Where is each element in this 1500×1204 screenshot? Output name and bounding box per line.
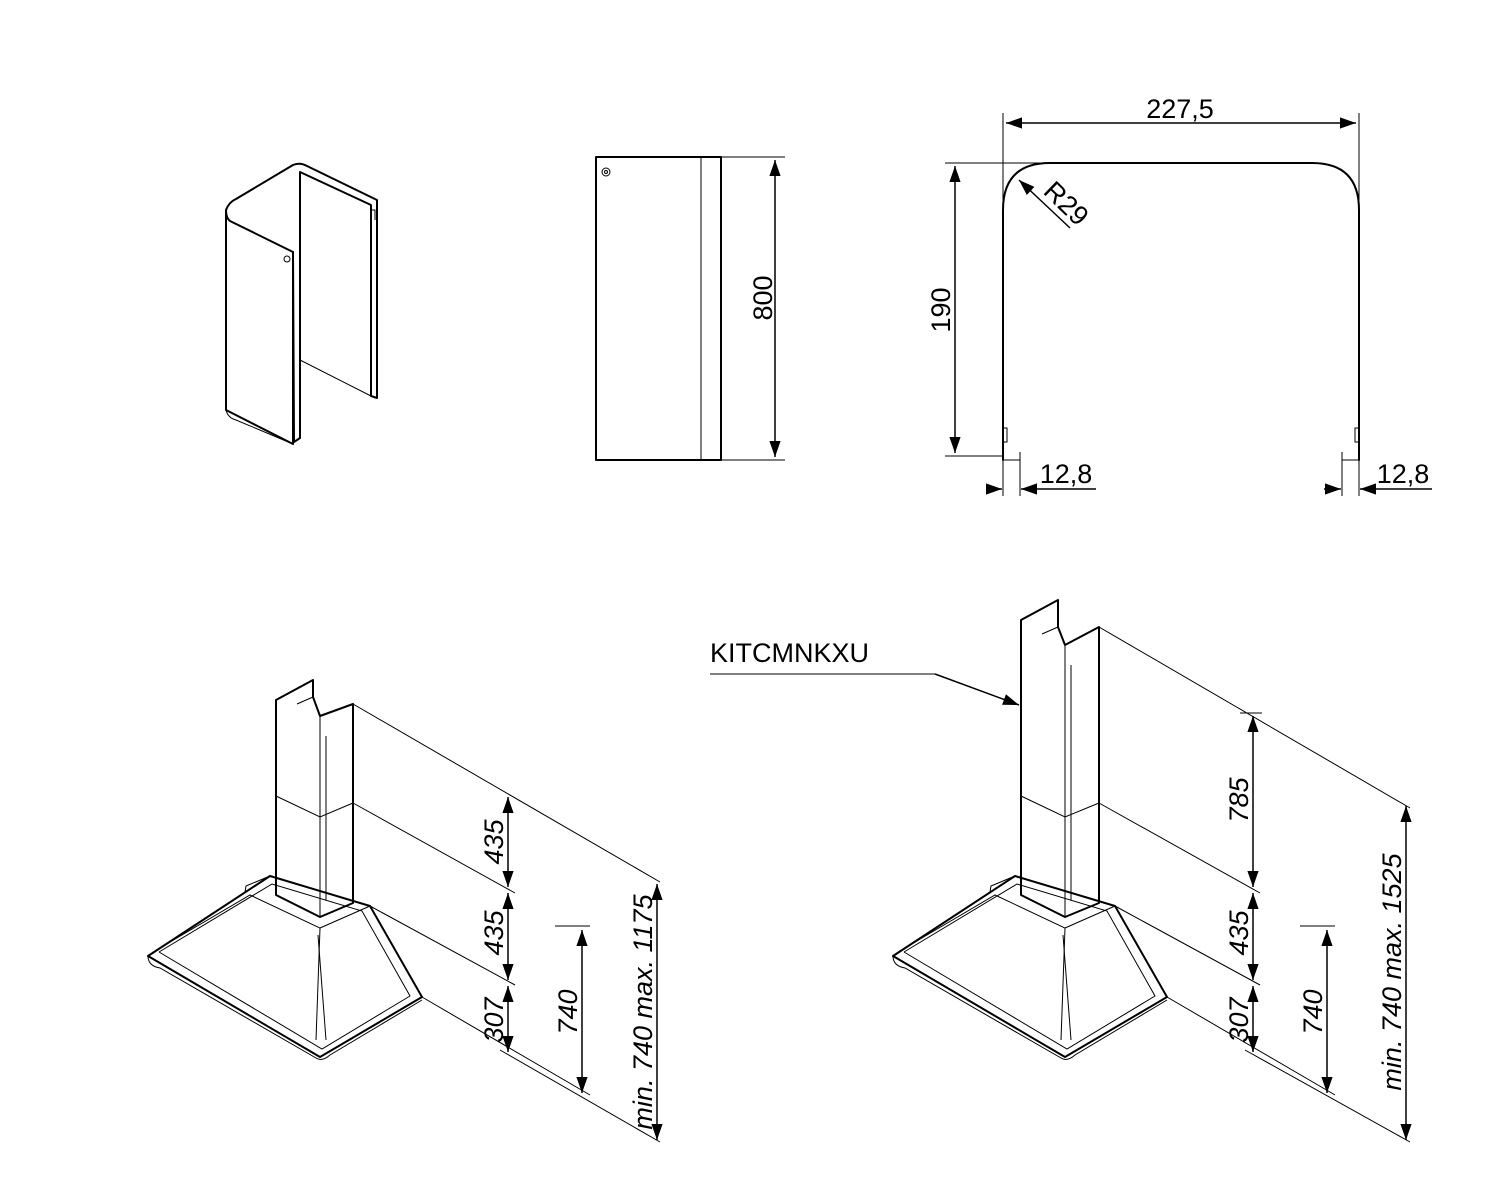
right-range-label: min. 740 max. 1525 <box>1377 852 1407 1090</box>
left-hood-height-label: 307 <box>479 996 509 1042</box>
hood-assembly-right: KITCMNKXU 785 435 307 740 min. 740 max. … <box>710 599 1412 1143</box>
right-lower-segment-label: 435 <box>1224 909 1254 955</box>
left-lower-segment-label: 435 <box>479 909 509 955</box>
radius-dim-label: R29 <box>1038 176 1094 232</box>
right-upper-segment-label: 785 <box>1224 776 1254 822</box>
height-dim-label: 190 <box>926 287 956 332</box>
left-upper-segment-label: 435 <box>479 818 509 864</box>
cover-piece-section: 227,5 190 R29 12,8 12,8 <box>926 94 1432 496</box>
cover-piece-isometric <box>225 162 378 445</box>
flange-left-label: 12,8 <box>1040 459 1093 489</box>
left-min-height-label: 740 <box>553 989 583 1034</box>
left-range-label: min. 740 max. 1175 <box>628 893 658 1129</box>
cover-piece-front-view: 800 <box>595 156 785 461</box>
length-dim-label: 800 <box>748 275 778 320</box>
hood-assembly-left: 435 435 307 740 min. 740 max. 1175 <box>147 679 663 1143</box>
flange-right-label: 12,8 <box>1377 459 1430 489</box>
kit-callout-label: KITCMNKXU <box>710 638 869 668</box>
right-hood-height-label: 307 <box>1224 996 1254 1042</box>
width-dim-label: 227,5 <box>1146 94 1214 124</box>
right-min-height-label: 740 <box>1298 989 1328 1034</box>
